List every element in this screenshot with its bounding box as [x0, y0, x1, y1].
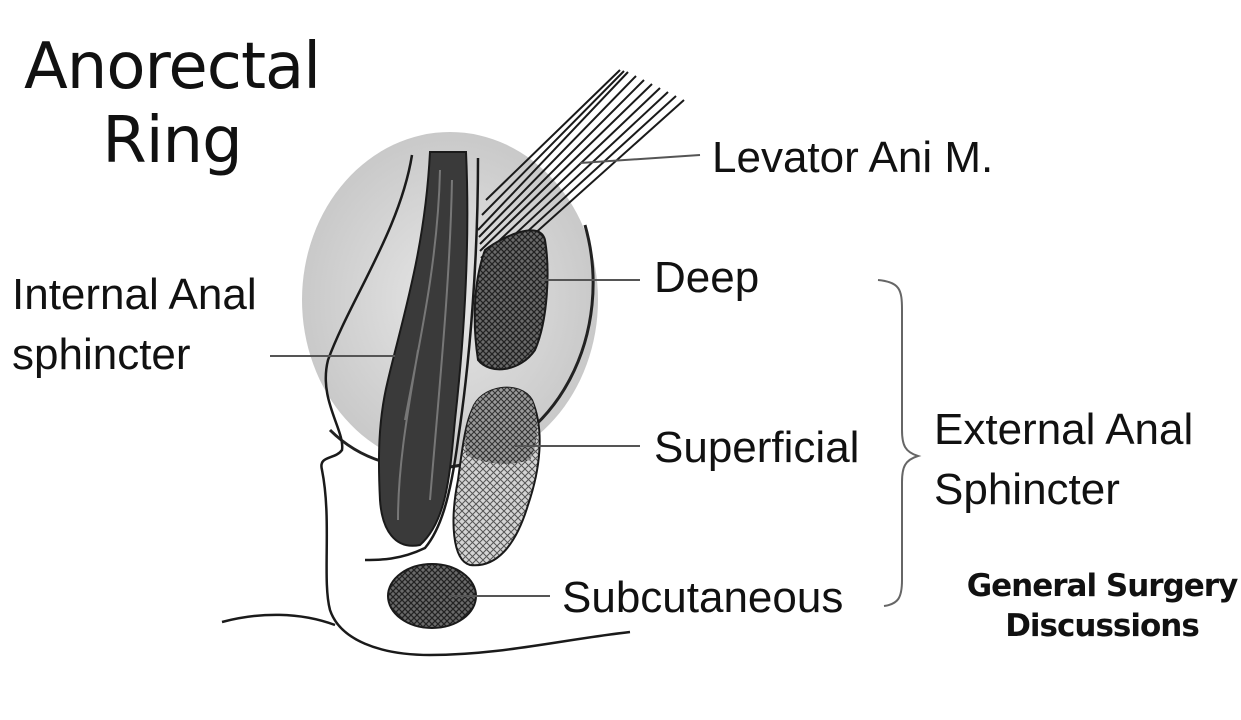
label-superficial: Superficial: [654, 423, 860, 472]
watermark-line-2: Discussions: [1005, 608, 1200, 644]
anal-lumen-line: [364, 157, 480, 562]
watermark: General Surgery Discussions: [952, 566, 1241, 646]
label-external-line-1: External Anal: [934, 405, 1194, 454]
label-external-anal-sphincter: External Anal Sphincter: [934, 400, 1193, 520]
anal-canal-outline: [320, 154, 631, 657]
title-line-1: Anorectal: [23, 30, 321, 104]
page-title: Anorectal Ring: [12, 30, 332, 178]
superficial-external-sphincter-upper: [465, 387, 538, 464]
label-external-line-2: Sphincter: [934, 465, 1120, 514]
label-subcutaneous: Subcutaneous: [562, 573, 844, 622]
deep-external-sphincter: [473, 229, 549, 371]
label-internal-line-2: sphincter: [12, 330, 191, 379]
internal-anal-sphincter-shape: [377, 151, 469, 547]
leader-levator: [579, 154, 701, 164]
label-deep: Deep: [654, 253, 760, 302]
external-sphincter-brace: [877, 279, 922, 607]
label-internal-line-1: Internal Anal: [12, 270, 257, 319]
perineal-skin-line: [221, 613, 336, 627]
watermark-line-1: General Surgery: [966, 568, 1239, 604]
title-line-2: Ring: [102, 104, 242, 178]
label-internal-anal-sphincter: Internal Anal sphincter: [12, 265, 257, 385]
leader-lines: [270, 154, 701, 597]
label-levator-ani: Levator Ani M.: [712, 133, 994, 182]
internal-anal-sphincter-texture: [397, 169, 453, 521]
